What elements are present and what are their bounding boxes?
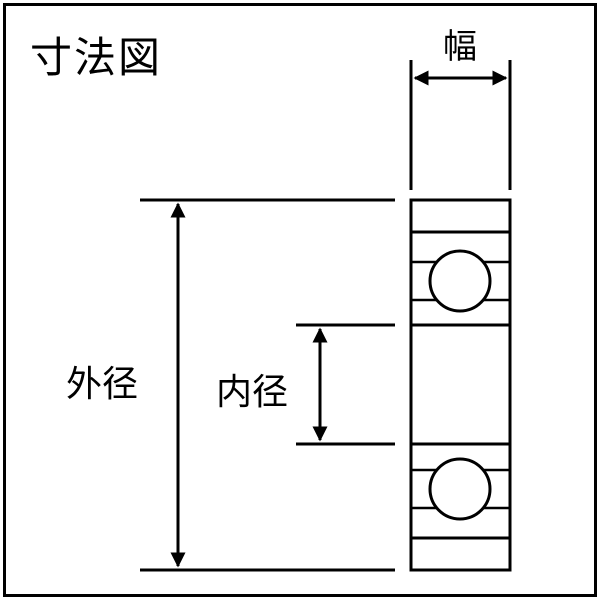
inner-diameter-label: 内径	[216, 372, 288, 413]
bearing-cross-section	[409, 198, 512, 572]
outer-diameter-dimension: 外径	[66, 198, 395, 572]
inner-diameter-dimension: 内径	[216, 323, 395, 446]
page-title: 寸法図	[30, 33, 162, 82]
top-ball	[428, 249, 492, 313]
outer-diameter-label: 外径	[66, 364, 138, 405]
bottom-ball	[428, 457, 492, 521]
width-dimension: 幅	[409, 27, 512, 190]
width-label: 幅	[443, 27, 477, 67]
